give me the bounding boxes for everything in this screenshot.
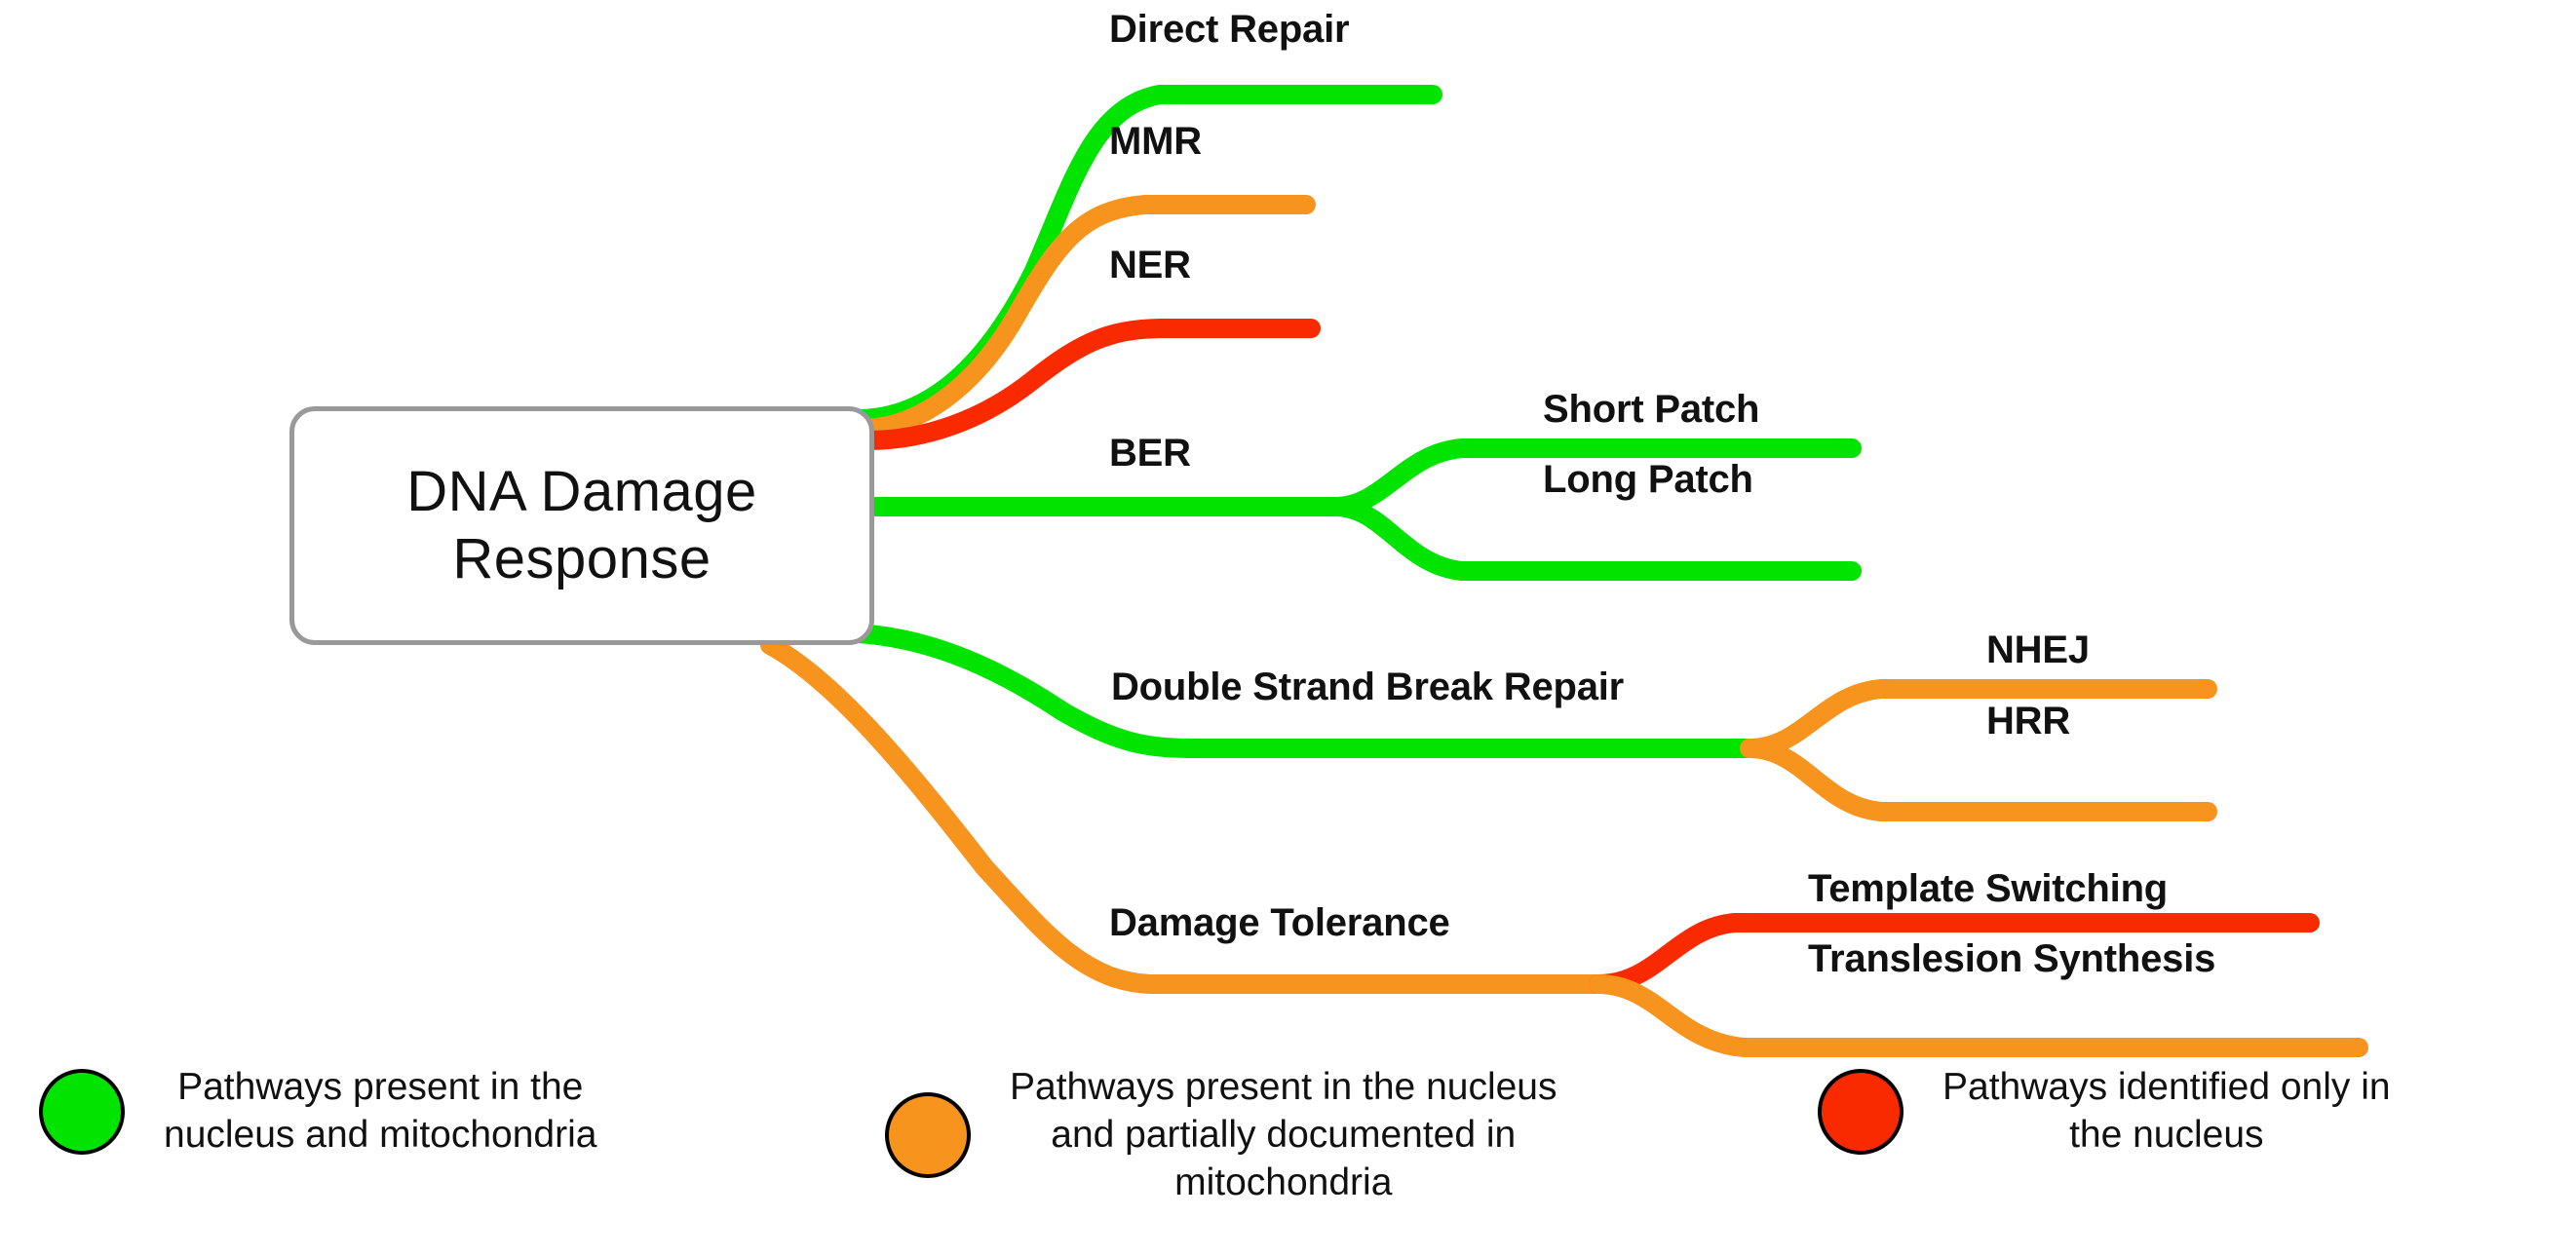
branch-line-ner[interactable] xyxy=(858,319,1321,450)
branch-label-hrr: HRR xyxy=(1986,700,2071,742)
legend-item-red: Pathways identified only in the nucleus xyxy=(1759,1064,2576,1160)
branch-label-dsb-repair: Double Strand Break Repair xyxy=(1111,666,1625,708)
legend-item-green: Pathways present in the nucleus and mito… xyxy=(0,1064,877,1160)
legend-label-green: Pathways present in the nucleus and mito… xyxy=(164,1066,597,1156)
branch-line-translesion-synthesis[interactable] xyxy=(1589,974,2368,1057)
branch-label-ner: NER xyxy=(1109,244,1191,286)
root-node-label: DNA Damage Response xyxy=(406,460,757,590)
branch-line-nhej[interactable] xyxy=(1740,679,2217,758)
branch-label-ber: BER xyxy=(1109,432,1191,475)
branch-label-mmr: MMR xyxy=(1109,120,1202,163)
branch-label-nhej: NHEJ xyxy=(1986,628,2090,671)
legend-dot-orange xyxy=(885,1092,971,1179)
branch-label-long-patch: Long Patch xyxy=(1543,458,1753,501)
legend: Pathways present in the nucleus and mito… xyxy=(0,1064,2576,1256)
branch-label-translesion-synthesis: Translesion Synthesis xyxy=(1808,937,2216,980)
branch-line-long-patch[interactable] xyxy=(1326,497,1862,581)
legend-dot-red xyxy=(1818,1068,1903,1155)
legend-label-red: Pathways identified only in the nucleus xyxy=(1942,1066,2391,1156)
branch-line-dsb-repair[interactable] xyxy=(848,624,1764,758)
legend-item-orange: Pathways present in the nucleus and part… xyxy=(877,1064,1759,1206)
root-node[interactable]: DNA Damage Response xyxy=(289,406,874,645)
branch-line-hrr[interactable] xyxy=(1740,739,2217,821)
branch-label-template-switching: Template Switching xyxy=(1808,867,2169,910)
branch-paths-group xyxy=(760,85,2368,1057)
legend-label-orange: Pathways present in the nucleus and part… xyxy=(1010,1066,1557,1203)
branch-label-short-patch: Short Patch xyxy=(1543,388,1760,431)
branch-label-direct-repair: Direct Repair xyxy=(1109,8,1350,51)
branch-line-mmr[interactable] xyxy=(852,195,1316,438)
branch-label-damage-tolerance: Damage Tolerance xyxy=(1109,901,1450,944)
legend-dot-green xyxy=(39,1068,125,1155)
branch-line-damage-tolerance[interactable] xyxy=(760,635,1613,994)
